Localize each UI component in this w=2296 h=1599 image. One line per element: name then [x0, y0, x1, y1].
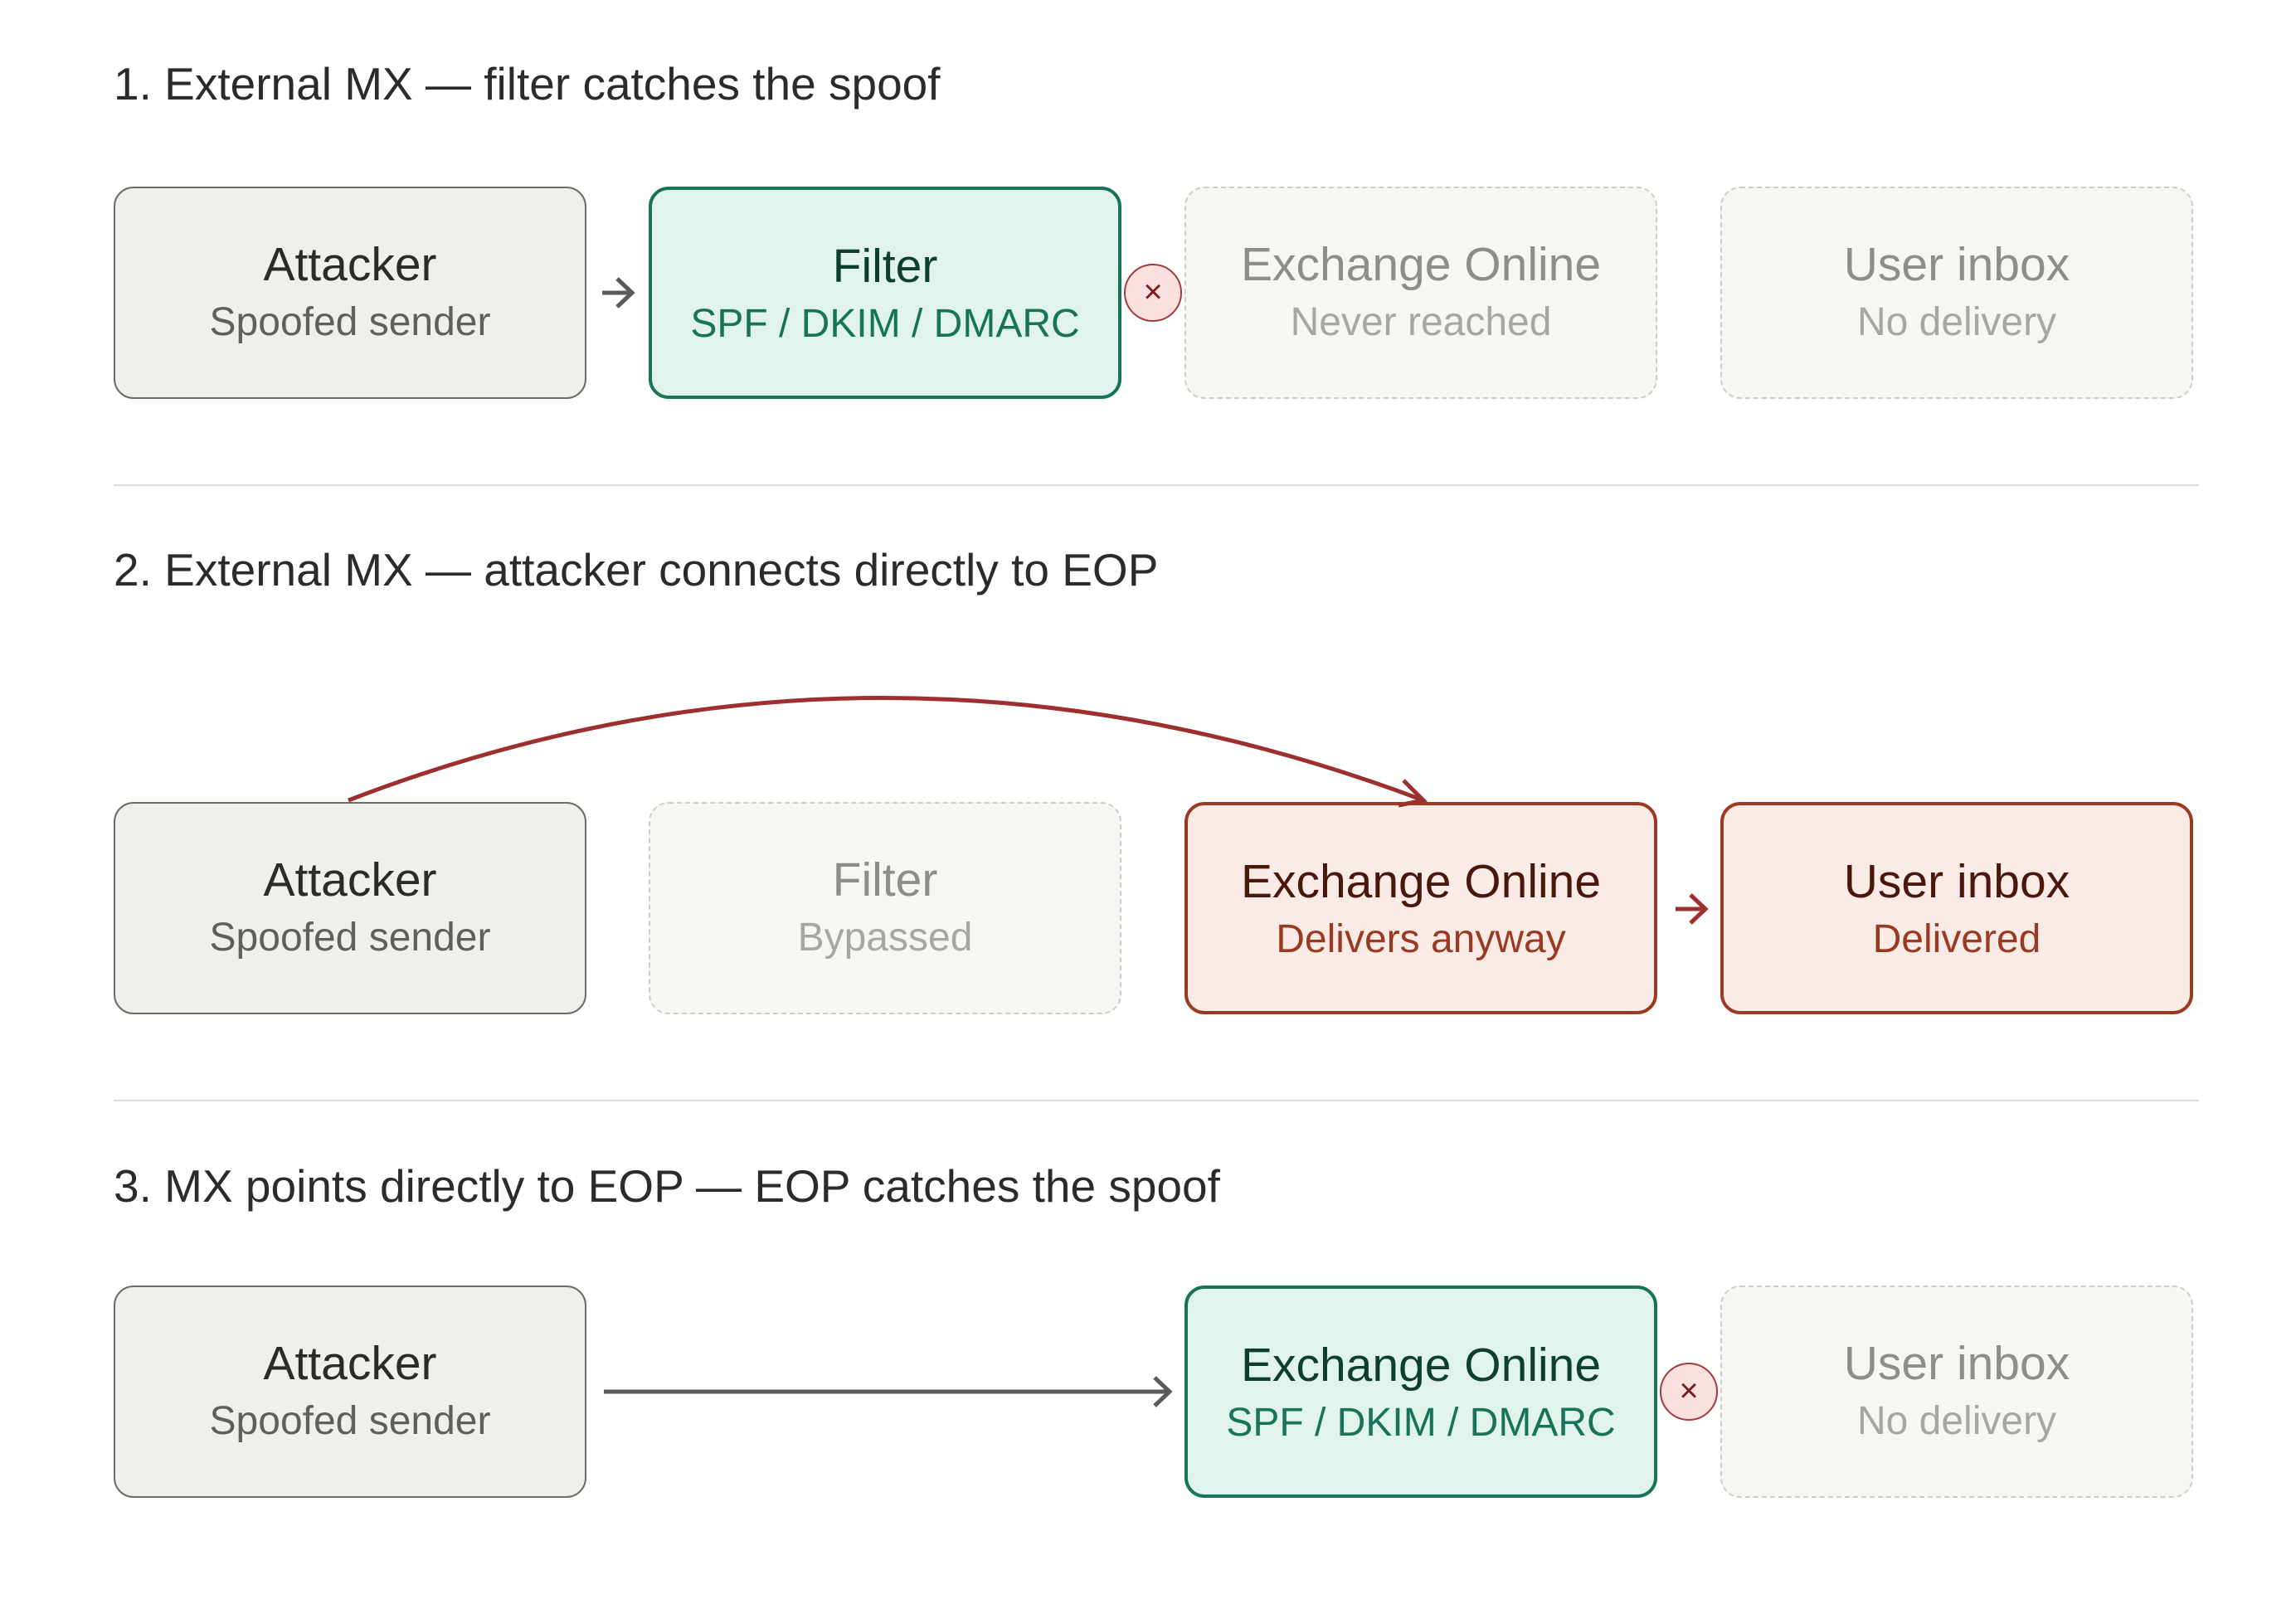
- s3-attacker-title: Attacker: [263, 1337, 437, 1390]
- s1-attacker-node: Attacker Spoofed sender: [114, 187, 586, 399]
- s3-attacker-node: Attacker Spoofed sender: [114, 1286, 586, 1498]
- s1-exchange-title: Exchange Online: [1240, 238, 1602, 291]
- s3-exchange-sub: SPF / DKIM / DMARC: [1226, 1401, 1616, 1445]
- s1-block-x-icon: ×: [1124, 264, 1182, 322]
- s2-exchange-node: Exchange Online Delivers anyway: [1184, 802, 1657, 1014]
- s2-attacker-sub: Spoofed sender: [209, 916, 491, 960]
- scenario-1-title: 1. External MX — filter catches the spoo…: [114, 58, 941, 109]
- s3-exchange-node: Exchange Online SPF / DKIM / DMARC: [1184, 1286, 1657, 1498]
- s1-exchange-node: Exchange Online Never reached: [1184, 187, 1657, 399]
- s2-exchange-title: Exchange Online: [1240, 855, 1602, 908]
- s1-filter-node: Filter SPF / DKIM / DMARC: [649, 187, 1121, 399]
- scenario-2-title: 2. External MX — attacker connects direc…: [114, 544, 1159, 595]
- s3-inbox-node: User inbox No delivery: [1720, 1286, 2193, 1498]
- s1-exchange-sub: Never reached: [1290, 300, 1552, 344]
- s3-exchange-title: Exchange Online: [1240, 1339, 1602, 1392]
- s3-attacker-sub: Spoofed sender: [209, 1399, 491, 1443]
- divider-1: [114, 484, 2199, 486]
- s2-exchange-sub: Delivers anyway: [1276, 917, 1566, 961]
- s2-attacker-title: Attacker: [263, 853, 437, 906]
- s2-inbox-sub: Delivered: [1872, 917, 2041, 961]
- s2-filter-node: Filter Bypassed: [649, 802, 1121, 1014]
- s2-attacker-node: Attacker Spoofed sender: [114, 802, 586, 1014]
- s2-delivery-arrow-icon: [1676, 893, 1709, 925]
- s1-inbox-sub: No delivery: [1856, 300, 2057, 344]
- s1-inbox-title: User inbox: [1843, 238, 2070, 291]
- s2-filter-sub: Bypassed: [797, 916, 973, 960]
- s3-inbox-sub: No delivery: [1856, 1399, 2057, 1443]
- s3-direct-arrow-icon: [604, 1376, 1173, 1407]
- s3-block-x-icon: ×: [1660, 1363, 1718, 1421]
- s1-arrow-icon: [602, 277, 635, 309]
- scenario-3-title: 3. MX points directly to EOP — EOP catch…: [114, 1160, 1220, 1212]
- s2-filter-title: Filter: [832, 853, 938, 906]
- s1-inbox-node: User inbox No delivery: [1720, 187, 2193, 399]
- s1-attacker-title: Attacker: [263, 238, 437, 291]
- s1-filter-sub: SPF / DKIM / DMARC: [690, 302, 1080, 346]
- s2-inbox-title: User inbox: [1843, 855, 2070, 908]
- s1-filter-title: Filter: [832, 240, 938, 293]
- s2-bypass-arrow-icon: [348, 696, 1428, 808]
- s3-inbox-title: User inbox: [1843, 1337, 2070, 1390]
- s1-attacker-sub: Spoofed sender: [209, 300, 491, 344]
- divider-2: [114, 1100, 2199, 1101]
- s2-inbox-node: User inbox Delivered: [1720, 802, 2193, 1014]
